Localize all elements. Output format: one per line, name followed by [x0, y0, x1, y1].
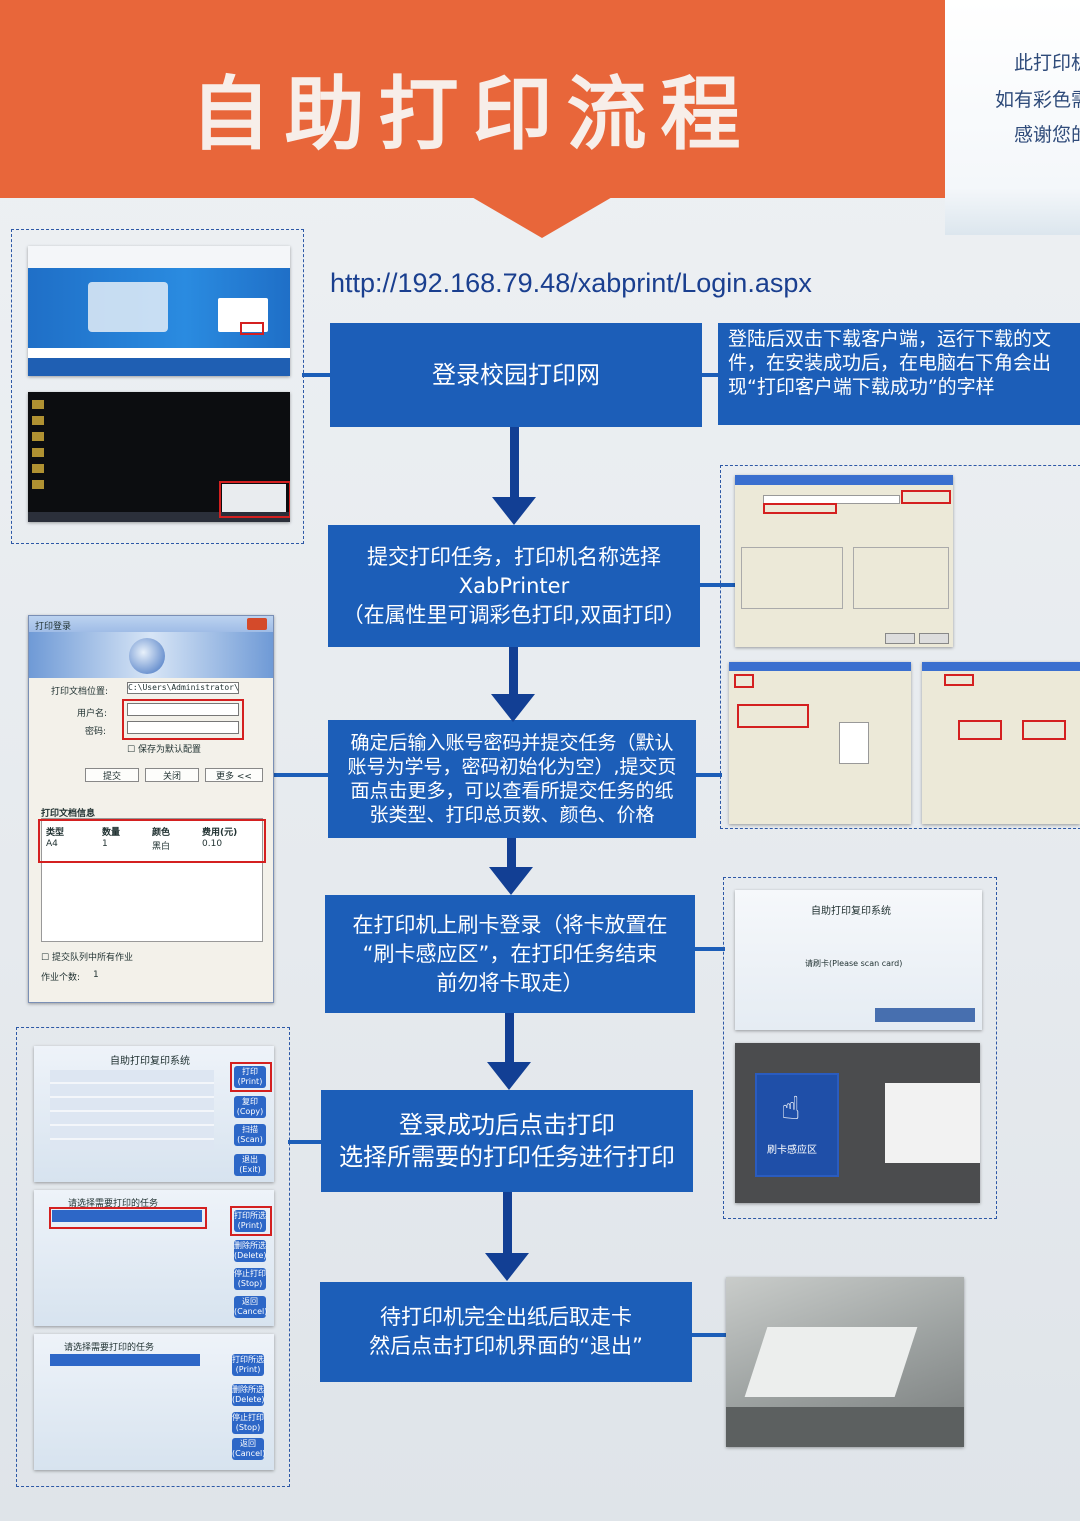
kiosk-home-title: 自助打印复印系统: [110, 1056, 190, 1067]
col-color: 颜色: [152, 828, 171, 838]
submit-queue-checkbox[interactable]: ☐ 提交队列中所有作业: [41, 953, 133, 963]
username-field[interactable]: [127, 703, 239, 716]
step-4-card: 在打印机上刷卡登录（将卡放置在 “刷卡感应区”，在打印任务结束 前勿将卡取走）: [325, 895, 695, 1013]
flow-arrowhead-3: [489, 867, 533, 895]
card-reader-pad: ☝ 刷卡感应区: [755, 1073, 839, 1177]
cell-color: 黑白: [152, 842, 171, 852]
screenshot-group-kiosk: [16, 1027, 290, 1487]
login-url: http://192.168.79.48/xabprint/Login.aspx: [330, 268, 812, 298]
kiosk-copy-button[interactable]: 复印 (Copy): [234, 1096, 266, 1118]
task-cancel-button[interactable]: 返回 (Cancel): [234, 1296, 268, 1318]
kiosk-home-screenshot: 自助打印复印系统 打印 (Print) 复印 (Copy) 扫描 (Scan) …: [34, 1046, 274, 1182]
submit-queue-label: 提交队列中所有作业: [51, 953, 133, 963]
connector-3-left: [272, 773, 328, 777]
step-6-exit: 待打印机完全出纸后取走卡 然后点击打印机界面的“退出”: [320, 1282, 692, 1382]
notice-line-3: 感谢您的: [1013, 124, 1080, 146]
flow-arrow-2: [509, 647, 518, 697]
task-delete-button[interactable]: 删除所选 (Delete): [234, 1240, 267, 1262]
connector-1: [302, 373, 330, 377]
dialog-title: 打印登录: [35, 622, 72, 632]
connector-3-right: [696, 773, 722, 777]
screenshot-group-login: [11, 229, 304, 544]
select-task-title-2: 请选择需要打印的任务: [64, 1343, 155, 1353]
select-task-title: 请选择需要打印的任务: [68, 1199, 159, 1209]
doc-info-table: 类型 数量 颜色 费用(元) A4 1 黑白 0.10: [41, 818, 263, 942]
job-count-value: 1: [93, 970, 99, 980]
header-pointer: [470, 196, 614, 238]
username-label: 用户名:: [77, 709, 108, 719]
step-1-login: 登录校园打印网: [330, 323, 702, 427]
job-count-label: 作业个数:: [41, 973, 81, 983]
notice-card: 此打印机 如有彩色需 感谢您的: [945, 0, 1080, 235]
step-3-account: 确定后输入账号密码并提交任务（默认 账号为学号，密码初始化为空）,提交页 面点击…: [328, 720, 696, 838]
flow-arrowhead-1: [492, 497, 536, 525]
web-login-screenshot: [28, 246, 290, 376]
col-type: 类型: [46, 828, 65, 838]
poster-title: 自助打印流程: [190, 68, 755, 161]
printer-output-photo: [726, 1277, 964, 1447]
doc-info-title: 打印文档信息: [41, 809, 96, 819]
doc-location-label: 打印文档位置:: [51, 687, 109, 697]
screenshot-group-print: [720, 465, 1080, 829]
card-area-label: 刷卡感应区: [767, 1145, 817, 1156]
task2-delete-button[interactable]: 删除所选 (Delete): [232, 1384, 265, 1406]
flow-arrow-1: [510, 427, 519, 499]
cell-count: 1: [102, 839, 108, 849]
printer-properties-screenshot: [729, 662, 911, 824]
more-button[interactable]: 更多 <<: [205, 768, 263, 782]
kiosk-exit-button[interactable]: 退出 (Exit): [234, 1154, 266, 1176]
cell-fee: 0.10: [202, 839, 223, 849]
notice-line-1: 此打印机: [1013, 52, 1080, 74]
download-note: 登陆后双击下载客户端，运行下载的文件，在安装成功后，在电脑右下角会出现“打印客户…: [718, 323, 1080, 425]
card-reader-photo: ☝ 刷卡感应区: [735, 1043, 980, 1203]
kiosk-tasks-screenshot-2: 请选择需要打印的任务 打印所选 (Print) 删除所选 (Delete) 停止…: [34, 1334, 274, 1470]
flow-arrowhead-4: [487, 1062, 531, 1090]
doc-location-field[interactable]: C:\Users\Administrator\: [127, 682, 239, 694]
step-5-print: 登录成功后点击打印 选择所需要的打印任务进行打印: [321, 1090, 693, 1192]
notice-line-2: 如有彩色需: [994, 89, 1080, 111]
kiosk-system-title: 自助打印复印系统: [811, 906, 891, 917]
submit-button[interactable]: 提交: [85, 768, 139, 782]
kiosk-scan-prompt: 请刷卡(Please scan card): [805, 959, 903, 968]
password-field[interactable]: [127, 721, 239, 734]
task2-stop-button[interactable]: 停止打印 (Stop): [232, 1412, 264, 1434]
screenshot-group-card: [723, 877, 997, 1219]
save-default-label: 保存为默认配置: [137, 745, 201, 755]
col-fee: 费用(元): [202, 828, 238, 838]
flow-arrow-3: [507, 838, 516, 870]
flow-arrowhead-5: [485, 1253, 529, 1281]
password-label: 密码:: [85, 727, 107, 737]
close-button[interactable]: 关闭: [145, 768, 199, 782]
connector-4: [695, 947, 725, 951]
kiosk-scan-button[interactable]: 扫描 (Scan): [234, 1124, 266, 1146]
printer-advanced-screenshot: [922, 662, 1080, 824]
save-default-checkbox[interactable]: ☐ 保存为默认配置: [127, 745, 201, 755]
task2-print-button[interactable]: 打印所选 (Print): [232, 1354, 264, 1376]
connector-5: [288, 1140, 321, 1144]
print-dialog-screenshot: [735, 475, 953, 647]
step-2-submit: 提交打印任务，打印机名称选择 XabPrinter （在属性里可调彩色打印,双面…: [328, 525, 700, 647]
flow-arrow-4: [505, 1013, 514, 1065]
hand-pointer-icon: ☝: [781, 1089, 801, 1127]
flow-arrowhead-2: [491, 694, 535, 722]
kiosk-tasks-screenshot: 请选择需要打印的任务 打印所选 (Print) 删除所选 (Delete) 停止…: [34, 1190, 274, 1326]
kiosk-print-button[interactable]: 打印 (Print): [234, 1066, 266, 1088]
flow-arrow-5: [503, 1192, 512, 1255]
cell-type: A4: [46, 839, 58, 849]
header-banner: [0, 0, 945, 198]
print-login-dialog: 打印登录 打印文档位置: C:\Users\Administrator\ 用户名…: [28, 615, 274, 1003]
task2-cancel-button[interactable]: 返回 (Cancel): [232, 1438, 266, 1460]
kiosk-scan-screenshot: 自助打印复印系统 请刷卡(Please scan card): [735, 890, 982, 1030]
connector-note: [702, 373, 718, 377]
task-print-button[interactable]: 打印所选 (Print): [234, 1210, 266, 1232]
desktop-screenshot: [28, 392, 290, 522]
col-count: 数量: [102, 828, 121, 838]
connector-6: [692, 1333, 726, 1337]
connector-2: [700, 583, 736, 587]
task-stop-button[interactable]: 停止打印 (Stop): [234, 1268, 266, 1290]
